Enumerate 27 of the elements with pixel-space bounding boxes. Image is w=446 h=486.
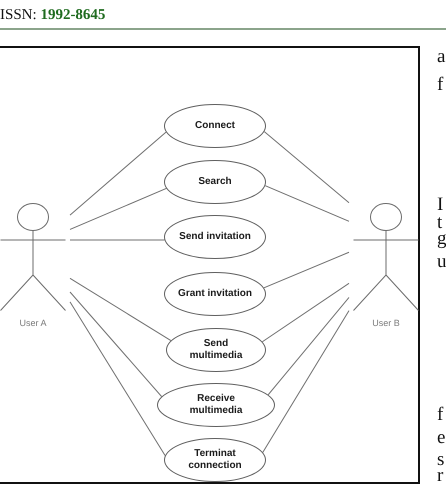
association-line [262, 310, 350, 453]
text-fragment: f [437, 405, 444, 425]
association-line [263, 252, 350, 288]
association-line [70, 278, 172, 342]
use-case-label: Receive multimedia [190, 393, 242, 417]
association-line [268, 296, 350, 396]
association-line [262, 282, 350, 342]
association-line [70, 132, 167, 216]
text-fragment: e [437, 428, 446, 448]
use-case-label: Send invitation [179, 231, 251, 243]
text-fragment: I [437, 195, 444, 215]
association-line [70, 301, 166, 456]
use-case-label: Search [198, 176, 232, 188]
text-fragment: u [437, 252, 446, 272]
association-line [264, 131, 350, 204]
use-case-label: Connect [195, 120, 235, 132]
use-case-label: Terminat connection [188, 448, 242, 472]
association-line [264, 185, 350, 222]
association-line [70, 188, 167, 230]
use-case-label: Grant invitation [178, 288, 252, 300]
use-case-label: Send multimedia [190, 338, 242, 362]
actor-name: User B [372, 318, 400, 328]
text-fragment: a [437, 47, 446, 67]
journal-issn: ISSN: 1992-8645 [0, 6, 106, 24]
text-fragment: f [437, 75, 444, 95]
actor-name: User A [19, 318, 46, 328]
association-line [70, 292, 162, 397]
